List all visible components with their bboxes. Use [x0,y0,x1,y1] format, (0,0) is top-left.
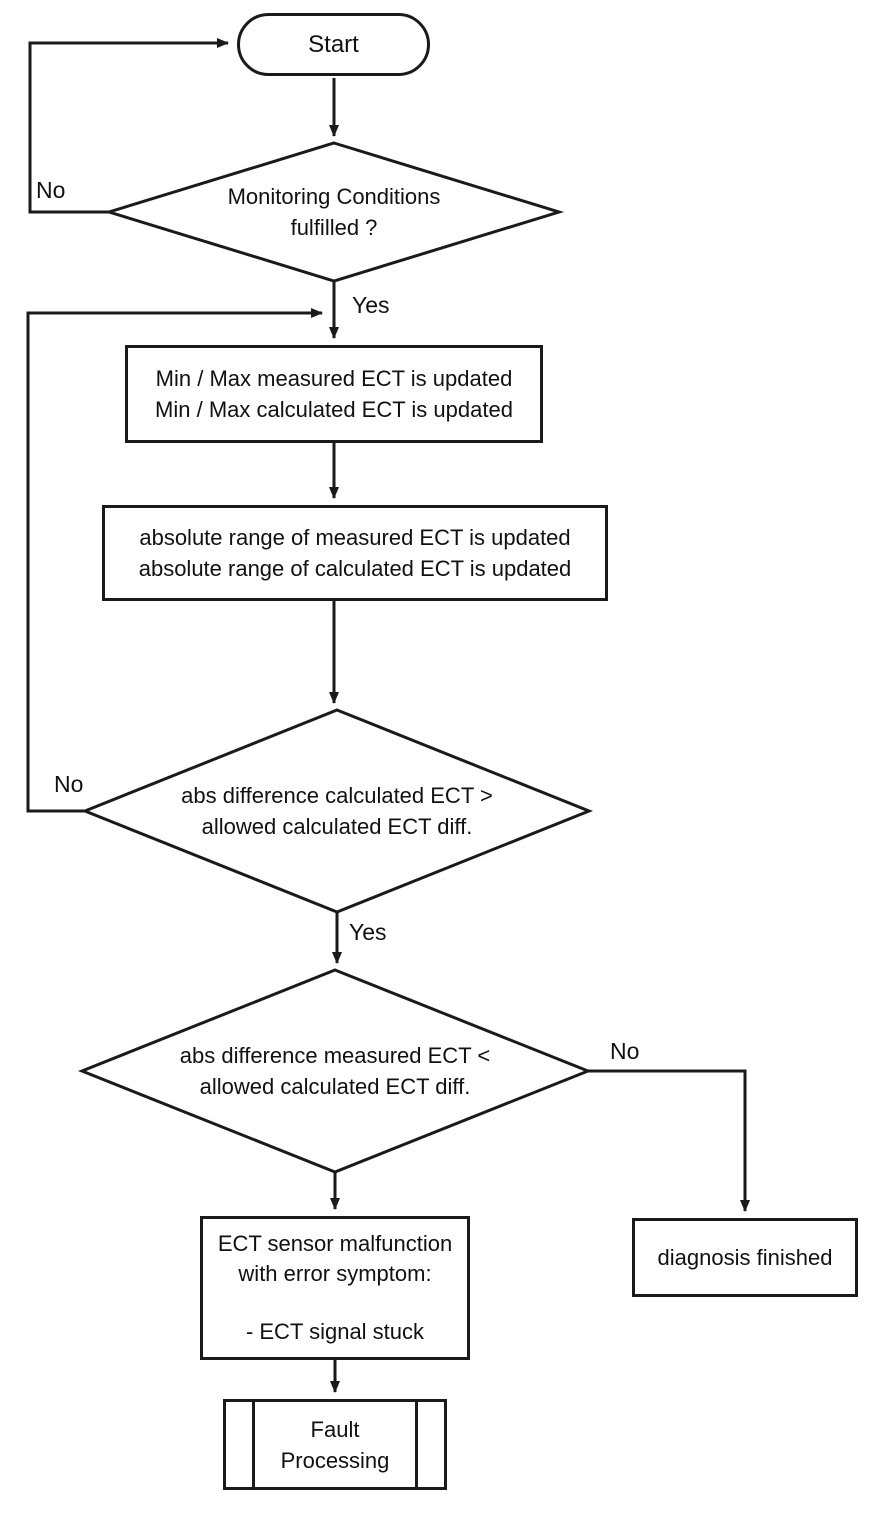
decision-calc-diff-line2: allowed calculated ECT diff. [201,814,473,839]
label-monitoring-yes: Yes [352,292,390,318]
process-absrange-line1: absolute range of measured ECT is update… [139,525,571,550]
process-malfunction-line1: ECT sensor malfunction [217,1231,453,1256]
edge-meas-diff-no [588,1069,750,1212]
label-calc-diff-yes: Yes [349,919,387,945]
decision-meas-diff-line1: abs difference measured ECT < [179,1043,491,1068]
decision-calc-diff-line1: abs difference calculated ECT > [181,783,493,808]
label-monitoring-no: No [36,177,66,203]
decision-meas-diff-line2: allowed calculated ECT diff. [199,1074,471,1099]
subroutine-fault-node: Fault Processing [223,1399,447,1490]
decision-calc-diff-text: abs difference calculated ECT > allowed … [137,771,537,851]
label-meas-diff-no: No [610,1038,640,1064]
subroutine-right-bar [415,1402,418,1487]
terminal-diagnosis-label: diagnosis finished [657,1245,833,1270]
label-calc-diff-no: No [54,771,84,797]
process-absrange-line2: absolute range of calculated ECT is upda… [138,556,572,581]
decision-calc-diff-diamond [80,708,594,914]
decision-monitoring-line2: fulfilled ? [290,215,378,240]
start-label: Start [308,31,359,58]
edge-calc-diff-no-loop [26,308,323,813]
decision-meas-diff-text: abs difference measured ECT < allowed ca… [135,1031,535,1111]
subroutine-fault-line2: Processing [280,1447,390,1473]
process-malfunction-line3: - ECT signal stuck [245,1319,425,1344]
decision-monitoring-line1: Monitoring Conditions [227,184,441,209]
terminal-diagnosis-node: diagnosis finished [632,1218,858,1297]
decision-monitoring-diamond [103,141,565,283]
process-minmax-node: Min / Max measured ECT is updated Min / … [125,345,543,443]
subroutine-left-bar [252,1402,255,1487]
subroutine-fault-line1: Fault [310,1416,360,1442]
process-malfunction-node: ECT sensor malfunction with error sympto… [200,1216,470,1360]
decision-monitoring-text: Monitoring Conditions fulfilled ? [154,172,514,252]
start-node: Start [237,13,430,76]
edge-monitoring-no-loop [28,38,229,214]
process-absrange-node: absolute range of measured ECT is update… [102,505,608,601]
process-malfunction-line2: with error symptom: [238,1261,432,1286]
process-minmax-line1: Min / Max measured ECT is updated [155,366,513,391]
process-minmax-line2: Min / Max calculated ECT is updated [155,397,513,422]
decision-meas-diff-diamond [77,968,593,1174]
